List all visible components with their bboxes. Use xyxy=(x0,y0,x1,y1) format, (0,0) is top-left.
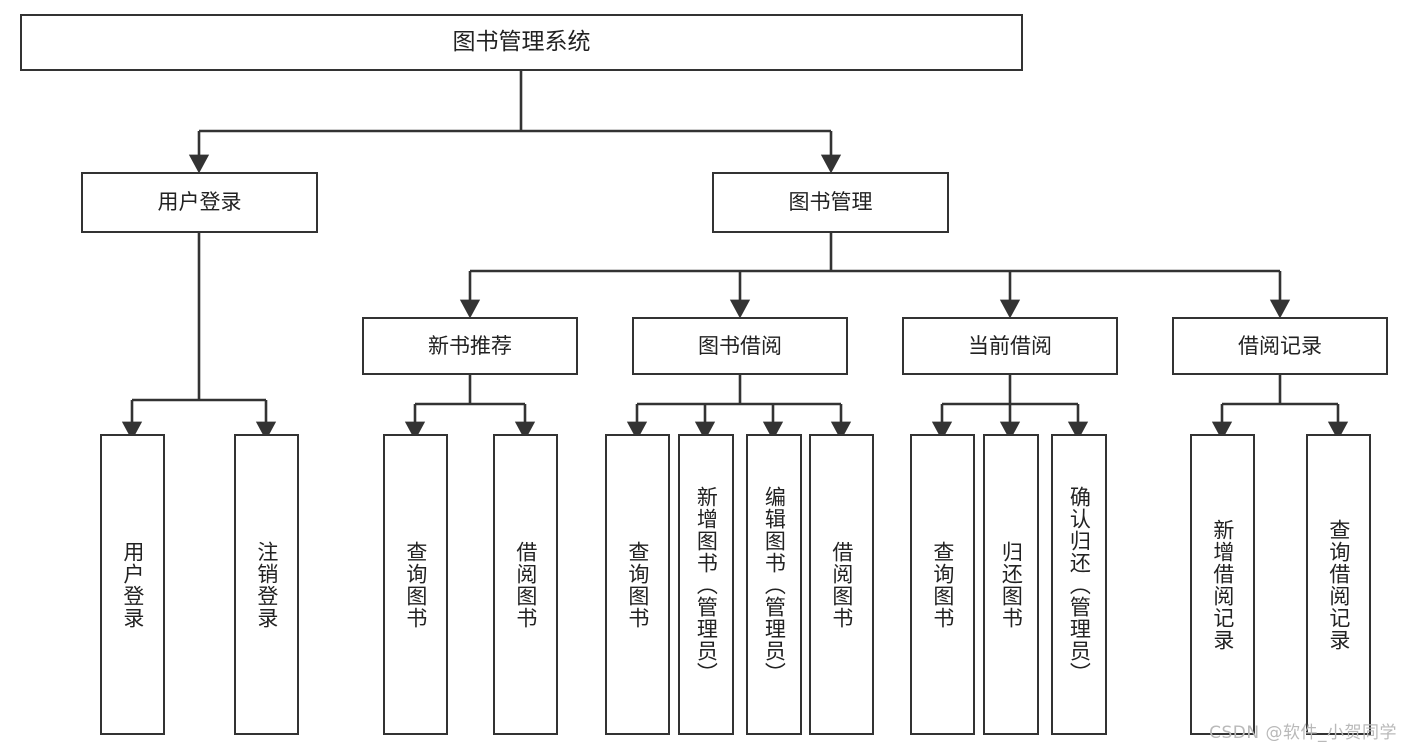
leaf-edit-book-label: 编辑图书（管理员） xyxy=(762,485,787,684)
leaf-query-book-3[interactable]: 查询图书 xyxy=(910,434,975,735)
leaf-add-book[interactable]: 新增图书（管理员） xyxy=(678,434,734,735)
leaf-query-book-1-label: 查询图书 xyxy=(403,540,428,629)
node-user-login-label: 用户登录 xyxy=(157,190,242,215)
node-borrow-record[interactable]: 借阅记录 xyxy=(1172,317,1388,375)
leaf-user-login-label: 用户登录 xyxy=(120,540,145,629)
node-new-book-recommend[interactable]: 新书推荐 xyxy=(362,317,578,375)
leaf-return-book[interactable]: 归还图书 xyxy=(983,434,1039,735)
node-book-borrow[interactable]: 图书借阅 xyxy=(632,317,848,375)
node-user-login[interactable]: 用户登录 xyxy=(81,172,318,233)
node-book-manage[interactable]: 图书管理 xyxy=(712,172,949,233)
node-root-system-label: 图书管理系统 xyxy=(452,28,591,55)
leaf-query-book-2-label: 查询图书 xyxy=(625,540,650,629)
leaf-return-book-label: 归还图书 xyxy=(999,540,1024,629)
node-current-borrow-label: 当前借阅 xyxy=(968,333,1052,358)
leaf-query-book-1[interactable]: 查询图书 xyxy=(383,434,448,735)
leaf-borrow-book-1-label: 借阅图书 xyxy=(513,540,538,629)
leaf-borrow-book-1[interactable]: 借阅图书 xyxy=(493,434,558,735)
node-current-borrow[interactable]: 当前借阅 xyxy=(902,317,1118,375)
leaf-user-login[interactable]: 用户登录 xyxy=(100,434,165,735)
leaf-query-record-label: 查询借阅记录 xyxy=(1326,518,1351,651)
leaf-edit-book[interactable]: 编辑图书（管理员） xyxy=(746,434,802,735)
node-new-book-recommend-label: 新书推荐 xyxy=(428,333,512,358)
leaf-logout-login[interactable]: 注销登录 xyxy=(234,434,299,735)
leaf-add-record-label: 新增借阅记录 xyxy=(1210,518,1235,651)
leaf-add-record[interactable]: 新增借阅记录 xyxy=(1190,434,1255,735)
leaf-query-book-3-label: 查询图书 xyxy=(930,540,955,629)
leaf-borrow-book-2[interactable]: 借阅图书 xyxy=(809,434,874,735)
leaf-logout-login-label: 注销登录 xyxy=(254,540,279,629)
node-root-system[interactable]: 图书管理系统 xyxy=(20,14,1023,71)
leaf-add-book-label: 新增图书（管理员） xyxy=(694,485,719,684)
node-book-borrow-label: 图书借阅 xyxy=(698,333,782,358)
leaf-confirm-return-label: 确认归还（管理员） xyxy=(1067,485,1092,684)
node-book-manage-label: 图书管理 xyxy=(788,190,873,215)
leaf-query-book-2[interactable]: 查询图书 xyxy=(605,434,670,735)
leaf-borrow-book-2-label: 借阅图书 xyxy=(829,540,854,629)
node-borrow-record-label: 借阅记录 xyxy=(1238,333,1322,358)
leaf-query-record[interactable]: 查询借阅记录 xyxy=(1306,434,1371,735)
leaf-confirm-return[interactable]: 确认归还（管理员） xyxy=(1051,434,1107,735)
